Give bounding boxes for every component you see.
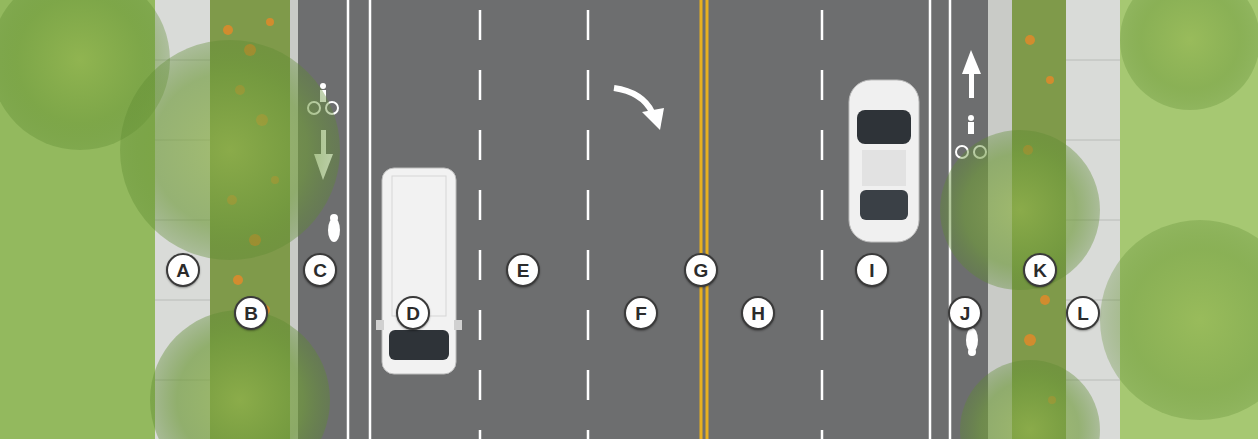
callout-letter: B — [244, 304, 258, 323]
callout-letter: L — [1077, 304, 1089, 323]
callout-letter: K — [1033, 261, 1047, 280]
callout-circle: J — [948, 296, 982, 330]
asphalt — [298, 0, 988, 439]
callout-circle: H — [741, 296, 775, 330]
callout-circle: C — [303, 253, 337, 287]
car — [849, 80, 919, 242]
callout-circle: K — [1023, 253, 1057, 287]
callout-letter: H — [751, 304, 765, 323]
van — [376, 168, 462, 374]
lane-lines — [348, 0, 950, 439]
callout-letter: A — [176, 261, 190, 280]
callout-letter: D — [406, 304, 420, 323]
turn-arrow — [614, 88, 664, 130]
lane-dashes — [480, 10, 822, 439]
callout-circle: B — [234, 296, 268, 330]
callout-letter: J — [960, 304, 971, 323]
callout-circle: D — [396, 296, 430, 330]
callout-letter: C — [313, 261, 327, 280]
center-line — [701, 0, 707, 439]
callout-letter: E — [517, 261, 530, 280]
callout-circle: G — [684, 253, 718, 287]
callout-circle: F — [624, 296, 658, 330]
callout-circle: I — [855, 253, 889, 287]
callout-letter: F — [635, 304, 647, 323]
callout-letter: I — [869, 261, 874, 280]
callout-letter: G — [694, 261, 709, 280]
callout-circle: A — [166, 253, 200, 287]
callout-circle: L — [1066, 296, 1100, 330]
callout-circle: E — [506, 253, 540, 287]
